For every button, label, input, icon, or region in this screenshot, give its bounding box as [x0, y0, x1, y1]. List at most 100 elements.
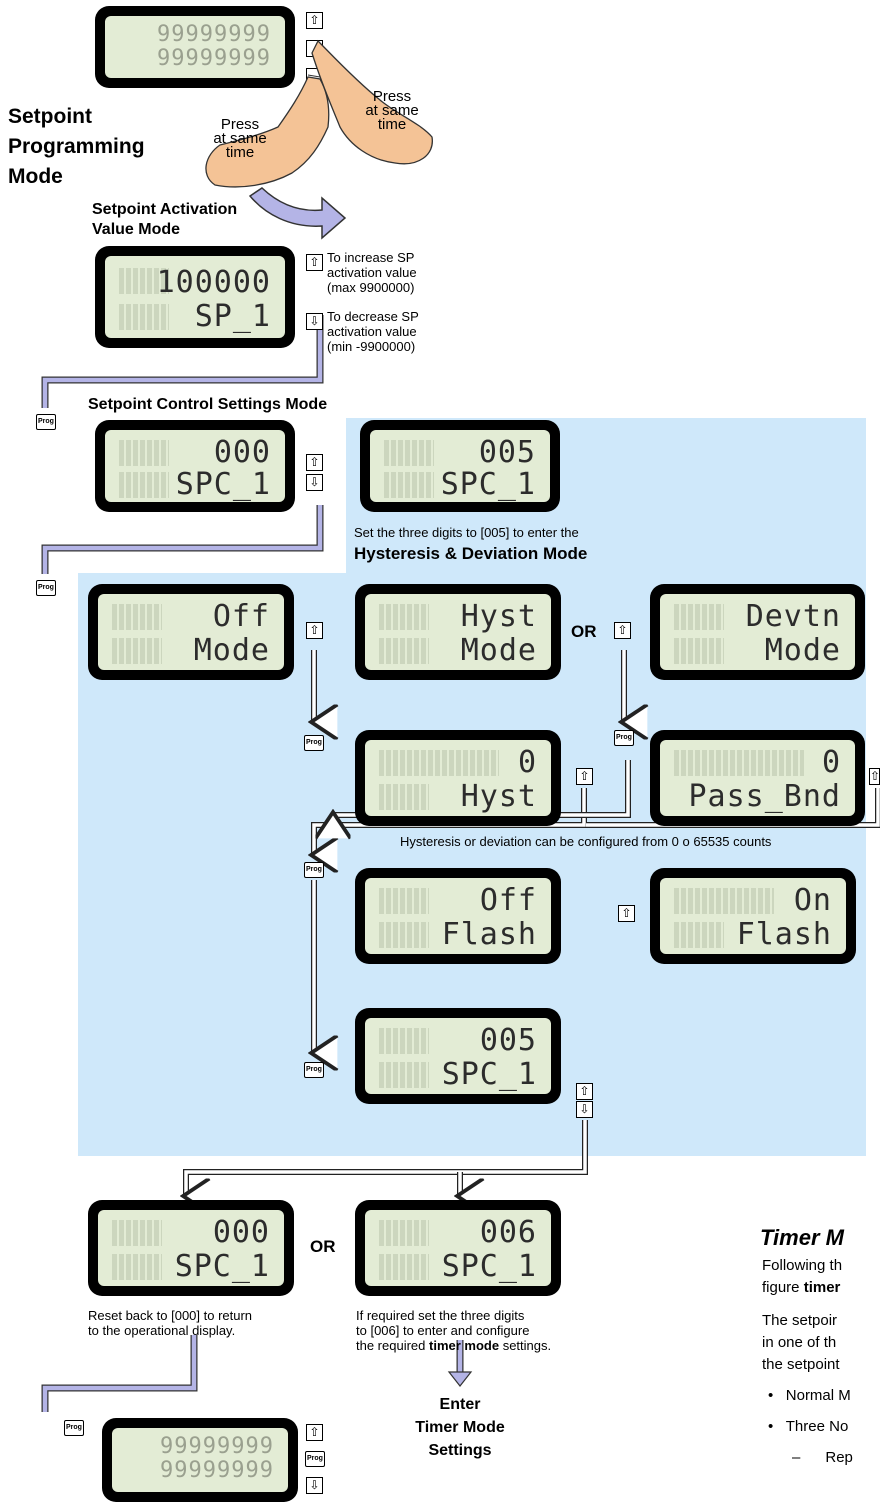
side-p1b-text: figure: [762, 1279, 804, 1296]
timer-note: If required set the three digits to [006…: [356, 1308, 551, 1353]
side-sub-text: Rep: [825, 1449, 853, 1466]
spc-000-label: SPC_1: [175, 467, 271, 502]
hyst-mode-line2: Mode: [460, 633, 537, 668]
side-heading: Timer M: [760, 1225, 844, 1250]
spc-005b-label: SPC_1: [441, 1057, 537, 1092]
side-p2b: in one of th: [762, 1334, 837, 1351]
hyst-value-display: 0 Hyst: [355, 730, 561, 826]
up-button[interactable]: ⇧: [614, 622, 631, 639]
spc-005-display: 005 SPC_1: [360, 420, 560, 512]
flash-on-display: On Flash: [650, 868, 856, 964]
hyst-mode-display: Hyst Mode: [355, 584, 561, 680]
flash-on-line1: On: [793, 883, 832, 918]
page-title: Setpoint Programming Mode: [8, 105, 145, 188]
flash-off-display: Off Flash: [355, 868, 561, 964]
spc-000-display: 000 SPC_1: [95, 420, 295, 512]
hyst-value-line2: Hyst: [460, 779, 537, 814]
flash-off-line1: Off: [479, 883, 537, 918]
bottom-display-line1: 99999999: [160, 1434, 274, 1459]
side-p1a: Following th: [762, 1257, 843, 1274]
timer-note-end: settings.: [499, 1338, 552, 1353]
side-sub-bullet: – Rep: [792, 1449, 853, 1466]
spc-000b-label: SPC_1: [174, 1249, 270, 1284]
up-button[interactable]: ⇧: [306, 1424, 323, 1441]
side-bullet-2: • Three No: [768, 1418, 849, 1435]
spc-006-label: SPC_1: [441, 1249, 537, 1284]
timer-note-text: If required set the three digits to [006…: [356, 1308, 530, 1353]
spc-005b-value: 005: [479, 1023, 537, 1058]
up-button[interactable]: ⇧: [306, 454, 323, 471]
off-mode-line2: Mode: [193, 633, 270, 668]
pass-band-line1: 0: [821, 745, 841, 780]
spc-005b-display: 005 SPC_1: [355, 1008, 561, 1104]
decrease-note: To decrease SP activation value (min -99…: [327, 309, 419, 354]
prog-button-2[interactable]: Prog: [36, 580, 56, 596]
activation-setpoint: SP_1: [194, 299, 271, 334]
press-left-label: Press at same time: [213, 116, 267, 161]
top-display: 99999999 99999999: [95, 6, 295, 88]
spc-000b-value: 000: [212, 1215, 270, 1250]
up-button[interactable]: ⇧: [306, 622, 323, 639]
bottom-display-line2: 99999999: [160, 1458, 274, 1483]
range-note: Hysteresis or deviation can be configure…: [400, 834, 772, 849]
spc-000b-display: 000 SPC_1: [88, 1200, 294, 1296]
prog-button-4[interactable]: Prog: [304, 1062, 324, 1078]
increase-note: To increase SP activation value (max 990…: [327, 250, 417, 295]
prog-button-1[interactable]: Prog: [36, 414, 56, 430]
spc-005-label: SPC_1: [440, 467, 536, 502]
side-bullet-1-text: Normal M: [785, 1387, 851, 1404]
prog-button-5[interactable]: Prog: [64, 1420, 84, 1436]
activation-display: 100000 SP_1: [95, 246, 295, 348]
prog-button-hyst[interactable]: Prog: [614, 730, 634, 746]
devtn-mode-display: Devtn Mode: [650, 584, 865, 680]
up-button[interactable]: ⇧: [869, 768, 880, 785]
top-display-line2: 99999999: [157, 46, 271, 71]
bottom-display: 99999999 99999999: [102, 1418, 298, 1502]
devtn-mode-line1: Devtn: [745, 599, 841, 634]
or-label: OR: [571, 622, 597, 641]
spc-006-display: 006 SPC_1: [355, 1200, 561, 1296]
side-p1b: figure timer: [762, 1276, 840, 1300]
off-mode-display: Off Mode: [88, 584, 294, 680]
flash-on-line2: Flash: [736, 917, 832, 952]
hyst-value-line1: 0: [517, 745, 537, 780]
reset-note: Reset back to [000] to return to the ope…: [88, 1308, 253, 1338]
pass-band-line2: Pass_Bnd: [688, 779, 841, 814]
activation-value: 100000: [156, 265, 271, 300]
timer-note-bold: timer mode: [429, 1338, 500, 1353]
side-p1b-bold: timer: [803, 1279, 841, 1296]
up-button[interactable]: ⇧: [618, 905, 635, 922]
down-button[interactable]: ⇩: [576, 1101, 593, 1118]
set005-note: Set the three digits to [005] to enter t…: [354, 525, 579, 540]
prog-button-6[interactable]: Prog: [305, 1451, 325, 1467]
hyst-mode-line1: Hyst: [460, 599, 537, 634]
decrease-button[interactable]: ⇩: [306, 313, 323, 330]
up-button[interactable]: ⇧: [576, 768, 593, 785]
spc-006-value: 006: [479, 1215, 537, 1250]
or-label-bottom: OR: [310, 1237, 336, 1256]
side-bullet-2-text: Three No: [785, 1418, 849, 1435]
side-p2a: The setpoir: [762, 1312, 838, 1329]
pass-band-display: 0 Pass_Bnd: [650, 730, 865, 826]
down-button[interactable]: ⇩: [306, 474, 323, 491]
increase-button[interactable]: ⇧: [306, 254, 323, 271]
control-heading: Setpoint Control Settings Mode: [88, 396, 328, 413]
flash-off-line2: Flash: [441, 917, 537, 952]
off-mode-line1: Off: [212, 599, 270, 634]
hyst-dev-heading: Hysteresis & Deviation Mode: [354, 544, 588, 563]
enter-timer-label: Enter Timer Mode Settings: [415, 1396, 505, 1459]
spc-000-value: 000: [213, 435, 271, 470]
activation-heading: Setpoint Activation Value Mode: [92, 201, 238, 238]
pressing-hands-icon: [205, 39, 433, 188]
up-button[interactable]: ⇧: [576, 1083, 593, 1100]
prog-button-3[interactable]: Prog: [304, 862, 324, 878]
up-button[interactable]: ⇧: [306, 12, 323, 29]
side-p2c: the setpoint: [762, 1356, 840, 1373]
down-button[interactable]: ⇩: [306, 1477, 323, 1494]
prog-button-off[interactable]: Prog: [304, 735, 324, 751]
devtn-mode-line2: Mode: [764, 633, 841, 668]
side-bullet-1: • Normal M: [768, 1387, 851, 1404]
press-flow-arrow: [248, 187, 347, 240]
spc-005-value: 005: [478, 435, 536, 470]
press-right-label: Press at same time: [365, 88, 419, 133]
